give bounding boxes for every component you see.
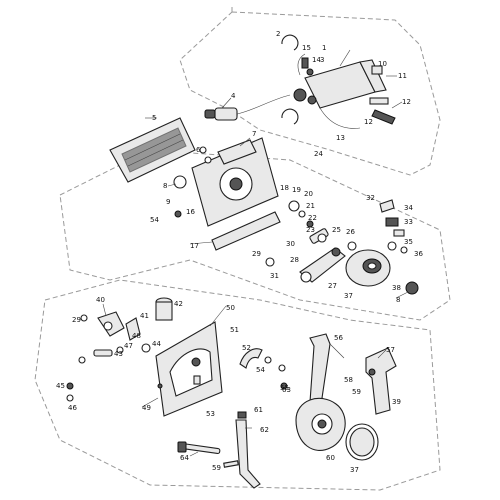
leader-lines <box>102 49 409 457</box>
callout-55: 55 <box>280 384 289 392</box>
part-control-lever <box>295 333 346 451</box>
callout-59-lower: 59 <box>212 464 221 472</box>
part-connector-plug <box>204 94 291 121</box>
callout-10: 10 <box>378 60 387 68</box>
part-side-housing <box>155 321 223 417</box>
callout-9: 9 <box>166 198 170 206</box>
callout-18: 18 <box>280 184 289 192</box>
callout-23: 23 <box>306 226 315 234</box>
callout-6: 6 <box>196 146 201 154</box>
callout-63: 63 <box>282 386 291 394</box>
callout-49: 49 <box>142 404 151 412</box>
callout-34: 34 <box>404 204 413 212</box>
callout-13: 13 <box>336 134 345 142</box>
callout-7: 7 <box>252 130 256 138</box>
callout-26: 26 <box>346 228 355 236</box>
part-lever-handle <box>365 347 397 415</box>
callout-27: 27 <box>328 282 337 290</box>
callout-14: 14 <box>312 56 321 64</box>
callout-42: 42 <box>174 300 183 308</box>
callout-29-mid: 29 <box>252 250 261 258</box>
callout-54-upper: 54 <box>150 216 159 224</box>
callout-17: 17 <box>190 242 199 250</box>
callout-58: 58 <box>344 376 353 384</box>
callout-8: 8 <box>163 182 167 190</box>
callout-36: 36 <box>414 250 423 258</box>
callout-labels: 2 3 15 14 1 10 11 12 13 4 5 6 7 8 9 54 1… <box>56 30 423 474</box>
callout-11: 11 <box>398 72 407 80</box>
callout-46: 46 <box>68 404 77 412</box>
callout-51: 51 <box>230 326 239 334</box>
part-shift-mechanism <box>265 200 346 283</box>
callout-50: 50 <box>226 304 235 312</box>
callout-28: 28 <box>290 256 299 264</box>
callout-47: 47 <box>124 342 133 350</box>
callout-52: 52 <box>242 344 251 352</box>
callout-45: 45 <box>56 382 65 390</box>
callout-29-lower: 29 <box>72 316 81 324</box>
callout-22: 22 <box>308 214 317 222</box>
callout-12-upper: 12 <box>364 118 373 126</box>
callout-64: 64 <box>180 454 189 462</box>
callout-24: 24 <box>314 150 323 158</box>
callout-20: 20 <box>304 190 313 198</box>
callout-38: 38 <box>392 284 401 292</box>
callout-25: 25 <box>332 226 341 234</box>
callout-57: 57 <box>386 346 395 354</box>
callout-61: 61 <box>254 406 263 414</box>
callout-31: 31 <box>270 272 279 280</box>
callout-33: 33 <box>404 218 413 226</box>
callout-4: 4 <box>231 92 236 100</box>
callout-44: 44 <box>152 340 161 348</box>
part-lower-left-assembly <box>66 297 173 402</box>
callout-1: 1 <box>322 44 326 52</box>
callout-16: 16 <box>186 208 195 216</box>
part-hub-assembly <box>345 199 419 295</box>
part-disc <box>345 423 379 461</box>
callout-48: 48 <box>132 332 141 340</box>
callout-2: 2 <box>276 30 280 38</box>
callout-60: 60 <box>326 454 335 462</box>
callout-32: 32 <box>366 194 375 202</box>
callout-37-right: 37 <box>344 292 353 300</box>
callout-15: 15 <box>302 44 311 52</box>
callout-12: 12 <box>402 98 411 106</box>
part-main-panel <box>173 137 281 251</box>
callout-35: 35 <box>404 238 413 246</box>
callout-3: 3 <box>320 56 324 64</box>
callout-43: 43 <box>114 350 123 358</box>
callout-21: 21 <box>306 202 315 210</box>
callout-8-right: 8 <box>396 296 400 304</box>
part-switch-box <box>281 34 396 129</box>
callout-56: 56 <box>334 334 343 342</box>
callout-59-right: 59 <box>352 388 361 396</box>
part-small-hardware <box>237 348 288 419</box>
callout-37-lower: 37 <box>350 466 359 474</box>
callout-41: 41 <box>140 312 149 320</box>
callout-54-lower: 54 <box>256 366 265 374</box>
callout-19: 19 <box>292 186 301 194</box>
callout-40: 40 <box>96 296 105 304</box>
part-bolt-bracket <box>177 419 261 489</box>
callout-53: 53 <box>206 410 215 418</box>
callout-30: 30 <box>286 240 295 248</box>
callout-5: 5 <box>152 114 156 122</box>
callout-62: 62 <box>260 426 269 434</box>
part-grille-cover <box>109 117 196 183</box>
callout-39: 39 <box>392 398 401 406</box>
